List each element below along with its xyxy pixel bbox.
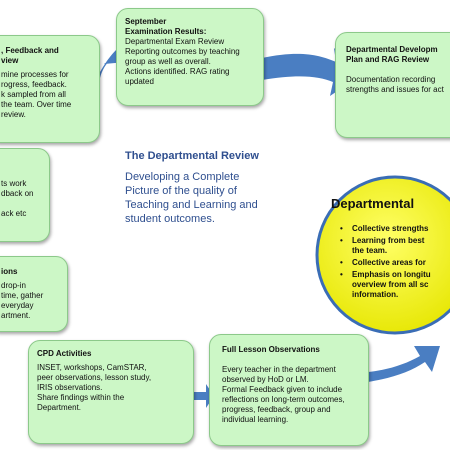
departmental-bullet: Learning from best the team. bbox=[340, 236, 450, 256]
feedback-body: mine processes for rogress, feedback. k … bbox=[1, 70, 72, 119]
departmental-bullet: Collective strengths bbox=[340, 224, 450, 234]
feedback-review-box: , Feedback and view mine processes for r… bbox=[0, 35, 100, 143]
departmental-bullet: Emphasis on longitu overview from all sc… bbox=[340, 270, 450, 300]
observations-title: ions bbox=[1, 267, 18, 276]
review-title: The Departmental Review bbox=[125, 150, 259, 162]
cpd-activities-box: CPD Activities INSET, workshops, CamSTAR… bbox=[28, 340, 194, 444]
full-lesson-title: Full Lesson Observations bbox=[222, 345, 320, 354]
full-lesson-observations-box: Full Lesson Observations Every teacher i… bbox=[209, 334, 369, 446]
departmental-bullet: Collective areas for bbox=[340, 258, 450, 268]
september-title: September Examination Results: bbox=[125, 17, 207, 36]
september-body: Departmental Exam Review Reporting outco… bbox=[125, 37, 240, 86]
cpd-body: INSET, workshops, CamSTAR, peer observat… bbox=[37, 363, 152, 412]
departmental-review-text: The Departmental Review Developing a Com… bbox=[125, 150, 275, 226]
departmental-bullet-list: Collective strengths Learning from best … bbox=[340, 224, 450, 302]
student-work-body: ts work dback on ack etc bbox=[1, 179, 34, 218]
cpd-title: CPD Activities bbox=[37, 349, 92, 358]
dev-plan-box: Departmental Developm Plan and RAG Revie… bbox=[335, 32, 450, 138]
full-lesson-body: Every teacher in the department observed… bbox=[222, 365, 345, 424]
review-body: Developing a Complete Picture of the qua… bbox=[125, 171, 258, 225]
september-exam-results-box: September Examination Results: Departmen… bbox=[116, 8, 264, 106]
dev-plan-body: Documentation recording strengths and is… bbox=[346, 75, 444, 94]
student-work-box: ts work dback on ack etc bbox=[0, 148, 50, 242]
dev-plan-title: Departmental Developm Plan and RAG Revie… bbox=[346, 45, 438, 64]
observations-body: drop-in time, gather everyday artment. bbox=[1, 281, 44, 320]
departmental-circle-title: Departmental bbox=[331, 196, 415, 211]
feedback-title: , Feedback and view bbox=[1, 46, 59, 65]
observations-box: ions drop-in time, gather everyday artme… bbox=[0, 256, 68, 332]
arrow-full-to-devplan bbox=[368, 346, 440, 382]
